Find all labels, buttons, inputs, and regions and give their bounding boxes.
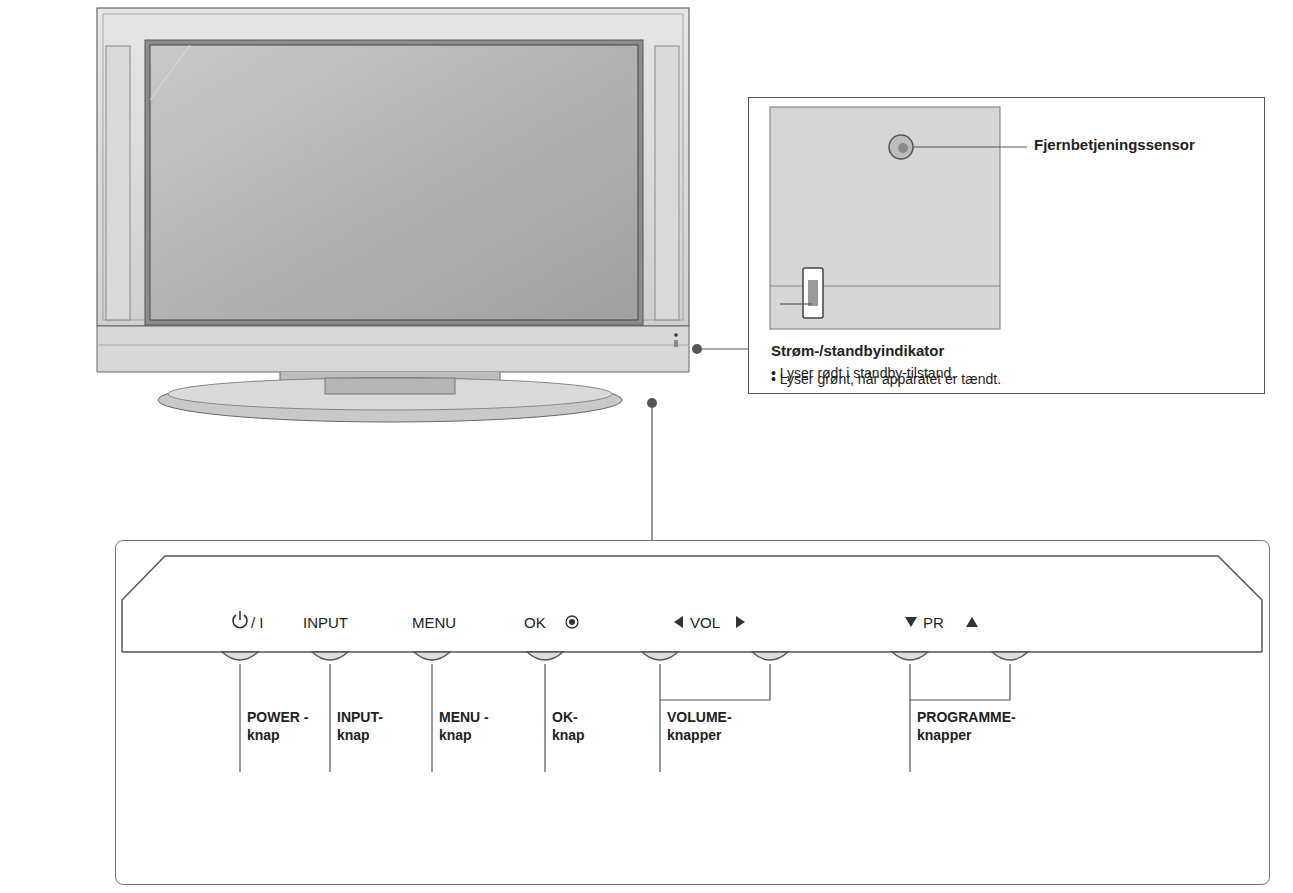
power-symbol	[233, 611, 247, 628]
inset-panel	[770, 107, 1000, 329]
standby-indicator	[803, 268, 823, 318]
arrow-up	[966, 617, 978, 627]
speaker-right	[655, 46, 679, 320]
note-text: • Lyser grønt, når apparatet er tændt.	[771, 371, 1001, 389]
leader-line	[697, 348, 748, 349]
sensor-label: Fjernbetjeningssensor	[1034, 136, 1195, 155]
inset-box: FjernbetjeningssensorStrøm-/standbyindik…	[748, 97, 1265, 394]
button-text: MENU	[412, 614, 456, 633]
control-strip	[122, 556, 1262, 652]
indicator-label: Strøm-/standbyindikator	[771, 342, 944, 361]
button-bump	[312, 652, 348, 660]
button-label: OK- knap	[552, 709, 592, 744]
leader-lines	[240, 664, 1010, 772]
button-text: PR	[923, 614, 944, 633]
tv-frame	[97, 8, 689, 326]
button-label: MENU - knap	[439, 709, 501, 744]
button-bump	[527, 652, 563, 660]
button-bump	[642, 652, 678, 660]
button-label: INPUT- knap	[337, 709, 395, 744]
arrow-right	[736, 616, 745, 628]
arrow-down	[905, 617, 917, 627]
button-bump	[892, 652, 928, 660]
remote-sensor	[889, 135, 913, 159]
button-bump	[414, 652, 450, 660]
button-bump	[992, 652, 1028, 660]
button-label: VOLUME- knapper	[667, 709, 749, 744]
ok-symbol	[566, 616, 578, 628]
screen-bezel	[145, 40, 643, 325]
button-label: PROGRAMME- knapper	[917, 709, 1029, 744]
leader-line	[651, 403, 652, 540]
button-text: OK	[524, 614, 546, 633]
tv-stand	[158, 378, 622, 422]
speaker-left	[106, 46, 130, 320]
button-bump	[752, 652, 788, 660]
tv-bottom-bar	[97, 326, 689, 372]
button-text: VOL	[690, 614, 720, 633]
control-panel-box: / I INPUT MENU OK VOL PR POWER -knap INPUT- kna…	[115, 540, 1270, 885]
button-bump	[222, 652, 258, 660]
button-label: POWER -knap	[247, 709, 309, 744]
button-text: INPUT	[303, 614, 348, 633]
arrow-left	[674, 616, 683, 628]
leader-line	[913, 146, 1027, 147]
button-text: / I	[251, 614, 264, 633]
screen	[150, 45, 638, 320]
